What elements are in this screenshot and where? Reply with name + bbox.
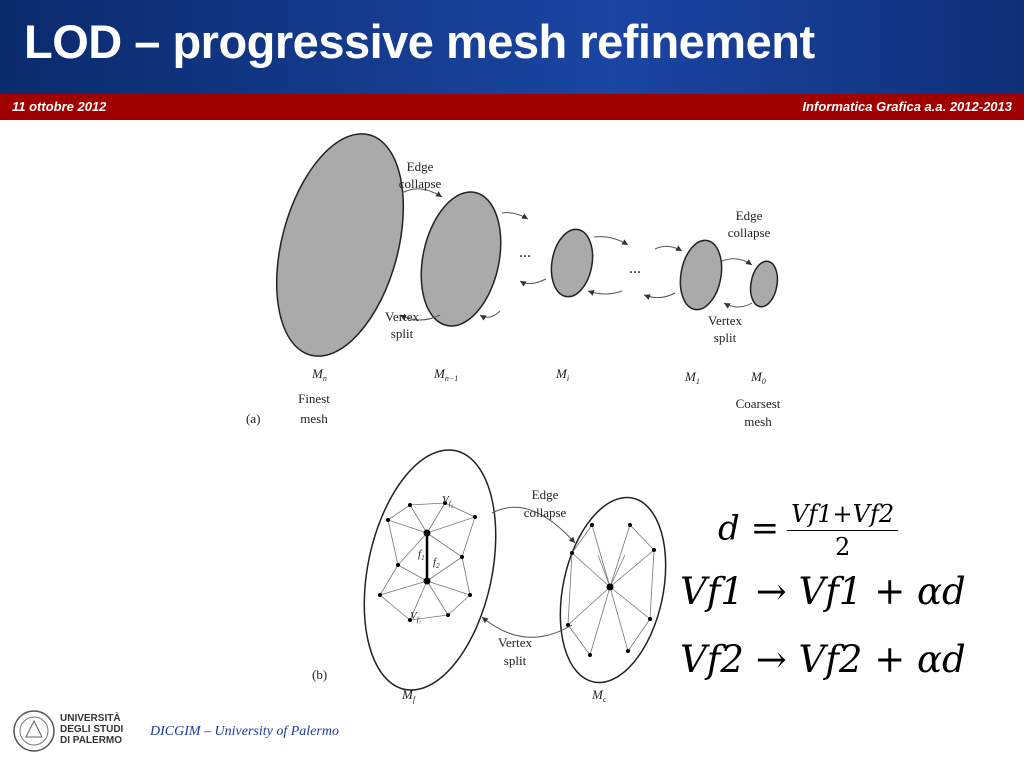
vertex-split-label-a3: Vertex xyxy=(708,313,742,328)
label-mc: Mc xyxy=(591,687,607,704)
label-mn: Mn xyxy=(311,366,327,383)
mesh-m0-ellipse xyxy=(749,260,779,308)
logo-line-2: DEGLI STUDI xyxy=(60,724,124,735)
ellipsis-1: ... xyxy=(519,244,531,261)
mesh-mf-ellipse xyxy=(363,449,497,691)
equation-vf2-update: Vf2 → Vf2 + αd xyxy=(680,638,966,681)
panel-a-label: (a) xyxy=(246,411,260,426)
edge-collapse-label-b2: collapse xyxy=(524,505,567,520)
finest-label-2: mesh xyxy=(300,411,328,426)
coarsest-label-1: Coarsest xyxy=(736,396,781,411)
ellipsis-2: ... xyxy=(629,260,641,277)
edge-collapse-label-a1: Edge xyxy=(407,159,434,174)
vertex-split-label-a1: Vertex xyxy=(385,309,419,324)
vertex-split-label-a4: split xyxy=(714,330,737,345)
slide-date: 11 ottobre 2012 xyxy=(12,99,107,114)
course-name: Informatica Grafica a.a. 2012-2013 xyxy=(802,99,1012,114)
label-f1: f1 xyxy=(418,548,425,562)
equation-d-lhs: d = xyxy=(718,508,780,549)
mesh-mc-ellipse xyxy=(559,496,667,684)
panel-b-label: (b) xyxy=(312,667,327,682)
label-mn1: Mn−1 xyxy=(433,366,458,383)
title-bar: LOD – progressive mesh refinement xyxy=(0,0,1024,94)
mesh-mn1-ellipse xyxy=(420,191,502,327)
equation-d-numerator: Vf1+Vf2 xyxy=(787,500,899,531)
footer-affiliation: DICGIM – University of Palermo xyxy=(150,724,339,739)
subtitle-bar: 11 ottobre 2012 Informatica Grafica a.a.… xyxy=(0,94,1024,120)
vertex-split-label-b2: split xyxy=(504,653,527,668)
logo-line-3: DI PALERMO xyxy=(60,735,123,746)
panel-a: Edge collapse Edge collapse Vertex split… xyxy=(246,133,781,429)
equation-vf1-update: Vf1 → Vf1 + αd xyxy=(680,570,966,613)
label-m0: M0 xyxy=(750,369,766,386)
university-logo-text: UNIVERSITÀ DEGLI STUDI DI PALERMO xyxy=(60,713,123,746)
equation-d-denominator: 2 xyxy=(834,533,851,561)
university-seal-icon xyxy=(13,710,55,752)
label-m1: M1 xyxy=(684,369,700,386)
mesh-mi-ellipse xyxy=(550,228,594,298)
edge-collapse-label-a3: Edge xyxy=(736,208,763,223)
finest-label-1: Finest xyxy=(298,391,330,406)
edge-collapse-label-a4: collapse xyxy=(728,225,771,240)
edge-collapse-label-a2: collapse xyxy=(399,176,442,191)
vertex-split-label-a2: split xyxy=(391,326,414,341)
mesh-m1-ellipse xyxy=(679,239,723,311)
vertex-split-label-b1: Vertex xyxy=(498,635,532,650)
logo-line-1: UNIVERSITÀ xyxy=(60,713,121,724)
label-mf: Mf xyxy=(401,687,417,704)
label-mi: Mi xyxy=(555,366,569,383)
panel-b: Edge collapse Vertex split Vf₂ Vf₁ f1 f2… xyxy=(312,449,667,704)
slide-title: LOD – progressive mesh refinement xyxy=(24,15,815,68)
label-f2: f2 xyxy=(433,556,440,570)
edge-collapse-label-b1: Edge xyxy=(532,487,559,502)
progressive-mesh-figure: Edge collapse Edge collapse Vertex split… xyxy=(246,133,781,704)
mesh-mn-ellipse xyxy=(275,133,405,357)
label-vf1: Vf₁ xyxy=(410,610,421,624)
coarsest-label-2: mesh xyxy=(744,414,772,429)
label-vf2: Vf₂ xyxy=(442,494,454,508)
